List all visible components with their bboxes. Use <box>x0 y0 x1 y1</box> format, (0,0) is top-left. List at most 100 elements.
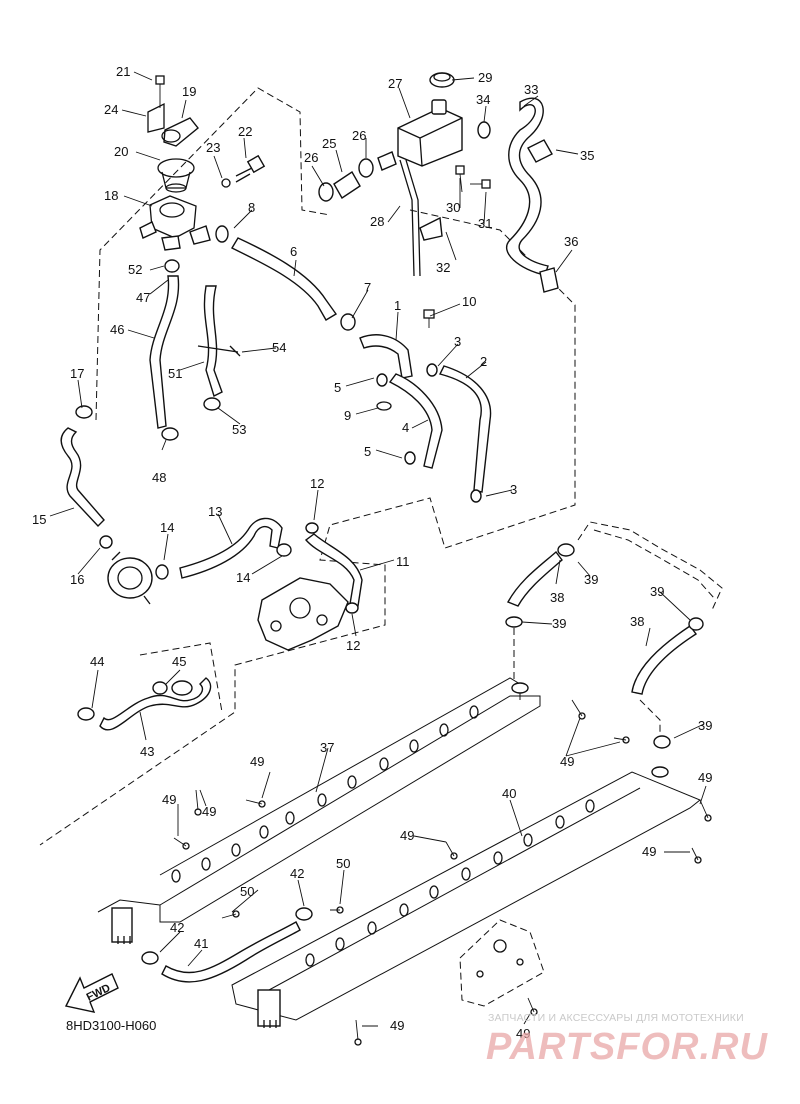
callout-49i: 49 <box>516 1026 530 1041</box>
callout-18: 18 <box>104 188 118 203</box>
water-pump-housing <box>257 577 349 651</box>
clamp-14a <box>155 564 169 580</box>
clamp-14b <box>276 543 292 557</box>
callout-22: 22 <box>238 124 252 139</box>
fwd-arrow: FWD <box>64 973 119 1013</box>
callout-12a: 12 <box>310 476 324 491</box>
hose-46 <box>149 275 180 429</box>
callout-50b: 50 <box>240 884 254 899</box>
dashed-pipe-top-right <box>577 521 723 611</box>
bolt-21 <box>155 75 165 108</box>
clamp-7 <box>340 313 356 331</box>
thermostat-cover <box>161 117 199 147</box>
callout-38b: 38 <box>630 614 644 629</box>
reservoir-cap <box>429 72 455 88</box>
callout-44: 44 <box>90 654 104 669</box>
screws-49-50 <box>173 699 712 1046</box>
coolant-reservoir <box>397 99 463 167</box>
clamp-48 <box>161 427 179 441</box>
callout-5a: 5 <box>334 380 341 395</box>
diagram-code: 8HD3100-H060 <box>66 1018 157 1033</box>
callout-26b: 26 <box>352 128 366 143</box>
callout-43: 43 <box>140 744 154 759</box>
clamp-8 <box>215 225 229 243</box>
thermostat-housing <box>139 195 211 251</box>
callout-54: 54 <box>272 340 286 355</box>
callout-49h: 49 <box>390 1018 404 1033</box>
oring-9 <box>376 401 392 411</box>
callout-51: 51 <box>168 366 182 381</box>
clamp-5a <box>376 373 388 387</box>
callout-28: 28 <box>370 214 384 229</box>
callout-labels: 21 24 19 20 18 22 23 8 27 29 34 33 35 36… <box>32 64 712 1041</box>
callout-42a: 42 <box>290 866 304 881</box>
callout-6: 6 <box>290 244 297 259</box>
clamp-52 <box>164 259 180 273</box>
pipe-1 <box>359 334 413 379</box>
callout-5b: 5 <box>364 444 371 459</box>
callout-52: 52 <box>128 262 142 277</box>
callout-32: 32 <box>436 260 450 275</box>
hose-51 <box>203 285 223 397</box>
leader-lines <box>49 71 707 1027</box>
clamp-39d <box>653 735 671 749</box>
hose-43 <box>99 677 212 731</box>
fitting-near-26 <box>377 151 397 171</box>
thermostat <box>157 158 195 193</box>
callout-49c: 49 <box>698 770 712 785</box>
callout-39a: 39 <box>584 572 598 587</box>
clamp-3b <box>470 489 482 503</box>
hose-6 <box>231 237 338 321</box>
callout-48: 48 <box>152 470 166 485</box>
callout-1: 1 <box>394 298 401 313</box>
mount-bracket <box>459 919 545 1007</box>
callout-49b: 49 <box>560 754 574 769</box>
clamp-26b <box>358 158 374 178</box>
bolt-30 <box>455 165 465 193</box>
callout-45: 45 <box>172 654 186 669</box>
callout-24: 24 <box>104 102 118 117</box>
hose-13 <box>179 517 283 579</box>
clamp-26a <box>318 182 334 202</box>
clamp-34 <box>477 121 491 139</box>
callout-10: 10 <box>462 294 476 309</box>
callout-14a: 14 <box>160 520 174 535</box>
pump-body <box>107 551 153 605</box>
callout-38a: 38 <box>550 590 564 605</box>
clamp-42b <box>295 907 313 921</box>
callout-53: 53 <box>232 422 246 437</box>
callout-50a: 50 <box>336 856 350 871</box>
hose-clamp-32 <box>419 216 443 241</box>
callout-23: 23 <box>206 140 220 155</box>
callout-20: 20 <box>114 144 128 159</box>
gasket-23 <box>221 178 231 188</box>
callout-36: 36 <box>564 234 578 249</box>
callout-7: 7 <box>364 280 371 295</box>
callout-34: 34 <box>476 92 490 107</box>
watermark-tagline: ЗАПЧАСТИ И АКСЕССУАРЫ ДЛЯ МОТОТЕХНИКИ <box>488 1012 744 1024</box>
callout-15: 15 <box>32 512 46 527</box>
callout-27: 27 <box>388 76 402 91</box>
callout-3a: 3 <box>454 334 461 349</box>
callout-3b: 3 <box>510 482 517 497</box>
clamp-42a <box>141 951 159 965</box>
hose-41 <box>161 921 301 983</box>
bolt-31 <box>470 179 491 189</box>
hose-38b-leader <box>639 699 661 736</box>
clip-54 <box>197 345 241 357</box>
callout-39b: 39 <box>552 616 566 631</box>
radiator-40 <box>231 766 701 1028</box>
watermark-brand: PARTSFOR.RU <box>486 1026 768 1068</box>
hose-2 <box>438 365 492 493</box>
callout-25: 25 <box>322 136 336 151</box>
hose-38a <box>507 550 563 607</box>
clamp-39c <box>688 617 704 631</box>
callout-14b: 14 <box>236 570 250 585</box>
callout-49a: 49 <box>250 754 264 769</box>
callout-31: 31 <box>478 216 492 231</box>
hose-38b <box>631 625 698 695</box>
callout-9: 9 <box>344 408 351 423</box>
callout-40: 40 <box>502 786 516 801</box>
hose-4 <box>388 373 443 469</box>
